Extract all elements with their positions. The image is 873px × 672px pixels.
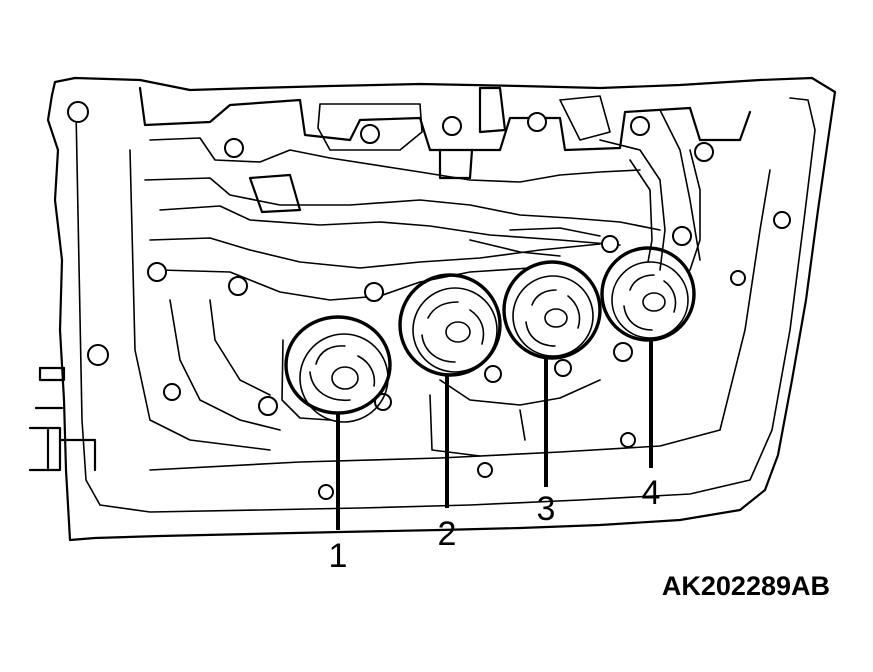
bolt — [442, 116, 462, 136]
bolt — [477, 462, 493, 478]
bolt — [620, 432, 636, 448]
bolt — [360, 124, 380, 144]
figure-code: AK202289AB — [662, 571, 830, 601]
solenoid-2 — [398, 273, 502, 377]
bolt — [228, 276, 248, 296]
bolt — [527, 112, 547, 132]
valve-body-upper — [138, 86, 752, 457]
bolt — [87, 344, 109, 366]
bolt — [258, 396, 278, 416]
bolt — [730, 270, 746, 286]
bolt-heads — [67, 101, 791, 500]
bolt — [147, 262, 167, 282]
solenoid-3 — [502, 260, 602, 360]
solenoid-1 — [281, 315, 392, 423]
bolt — [224, 138, 244, 158]
bolt — [630, 116, 650, 136]
bolt — [318, 484, 334, 500]
bolt — [374, 393, 392, 411]
callout-leaders — [336, 340, 653, 530]
bolt — [484, 365, 502, 383]
transmission-case-outline — [46, 76, 837, 542]
bolt — [773, 211, 791, 229]
bolt — [694, 142, 714, 162]
callout-label-2: 2 — [438, 515, 457, 553]
solenoid-4 — [600, 246, 696, 342]
callout-label-1: 1 — [329, 537, 348, 575]
bolt — [601, 235, 619, 253]
callout-label-3: 3 — [537, 490, 556, 528]
bolt — [672, 226, 692, 246]
bolt — [613, 342, 633, 362]
side-connector — [28, 366, 97, 472]
bolt — [554, 359, 572, 377]
bolt — [163, 383, 181, 401]
bolt — [364, 282, 384, 302]
callout-label-4: 4 — [642, 474, 661, 512]
bolt — [67, 101, 89, 123]
